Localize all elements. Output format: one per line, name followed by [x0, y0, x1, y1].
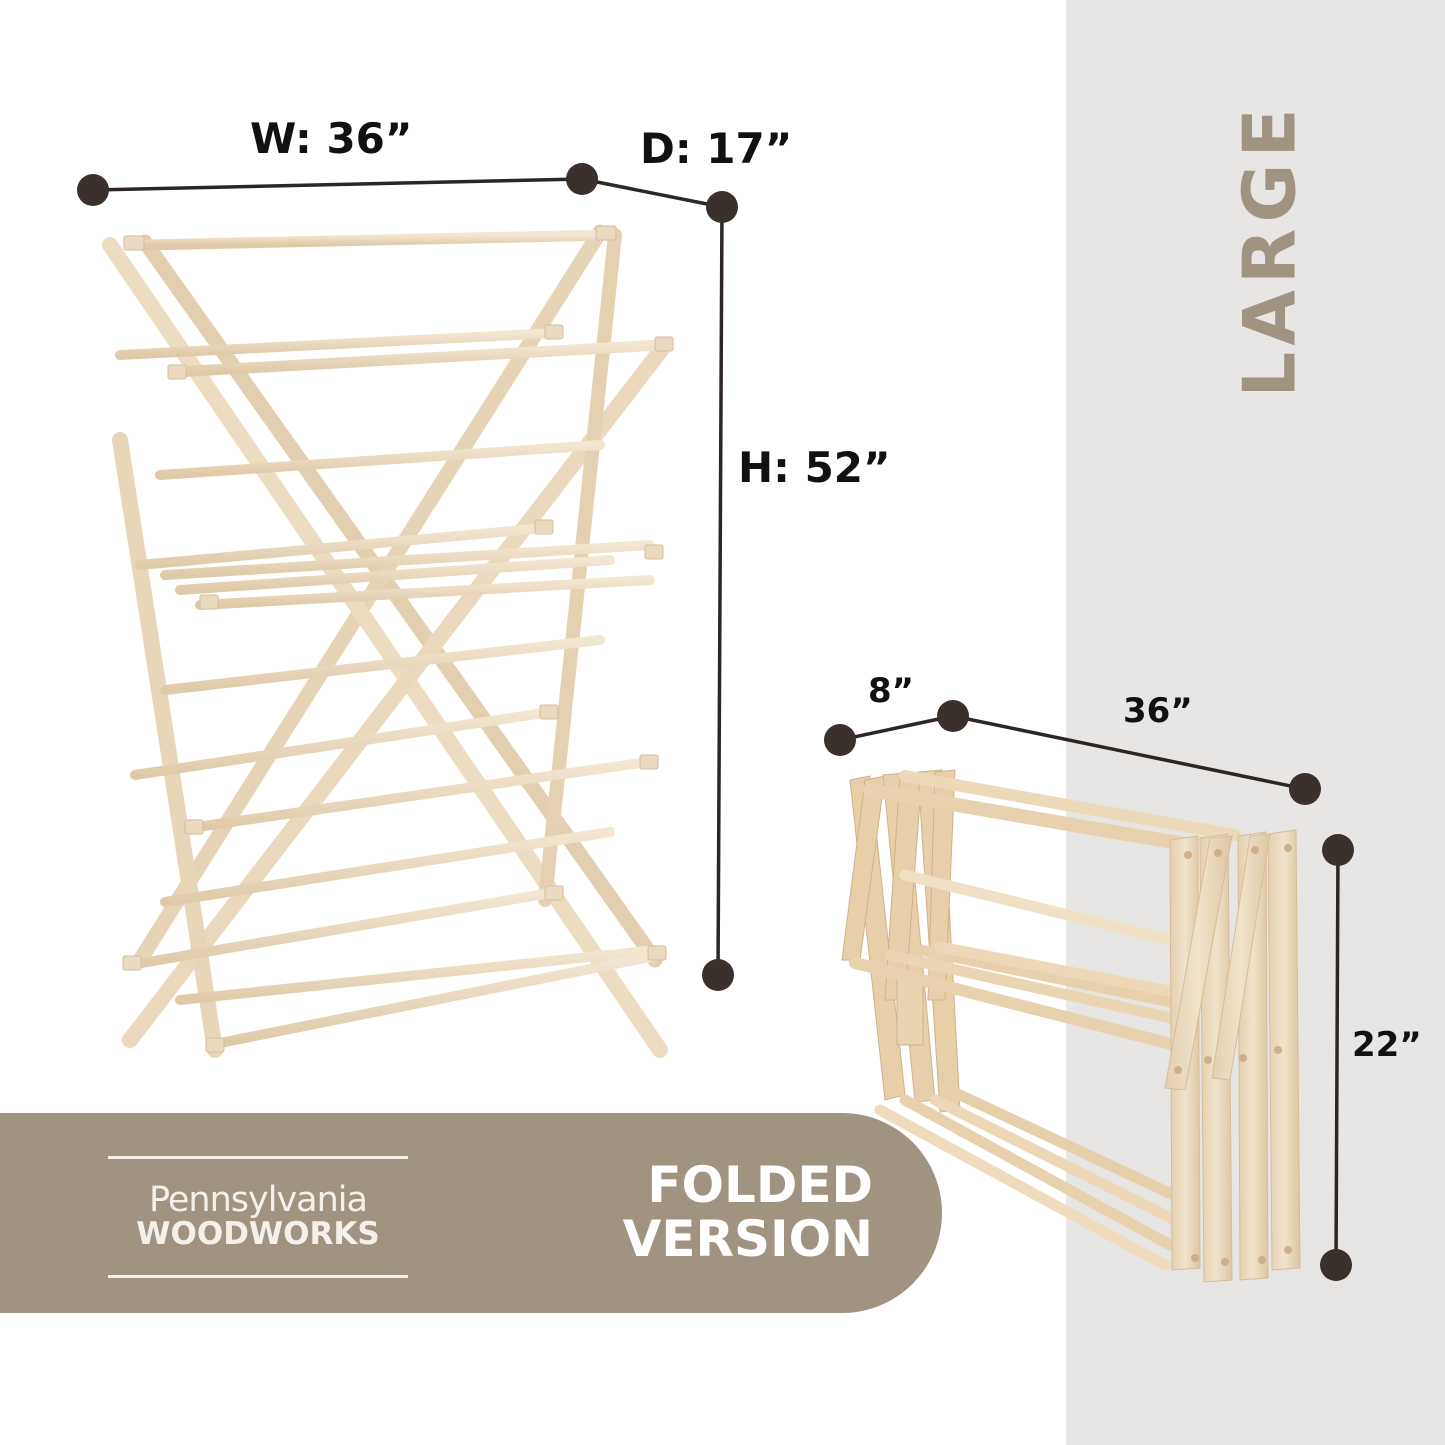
folded-version-title: FOLDED VERSION	[623, 1158, 873, 1266]
folded-version-banner	[0, 1113, 942, 1313]
folded-depth-label: 8”	[868, 671, 915, 711]
folded-title-line1: FOLDED	[647, 1156, 873, 1214]
expanded-rack	[102, 224, 674, 1058]
width-dimension-label: W: 36”	[250, 114, 413, 163]
dimension-lines	[92, 177, 1340, 1266]
dimension-dots	[77, 163, 1354, 1281]
depth-dimension-label: D: 17”	[640, 124, 793, 173]
brand-name-line2: WOODWORKS	[136, 1216, 380, 1253]
folded-height-label: 22”	[1352, 1025, 1422, 1065]
folded-title-line2: VERSION	[622, 1210, 873, 1268]
height-dimension-label: H: 52”	[738, 443, 891, 492]
brand-name-line1: Pennsylvania	[149, 1180, 368, 1221]
folded-width-label: 36”	[1123, 691, 1193, 731]
brand-logo: Pennsylvania WOODWORKS	[108, 1156, 408, 1278]
folded-rack	[841, 769, 1301, 1283]
